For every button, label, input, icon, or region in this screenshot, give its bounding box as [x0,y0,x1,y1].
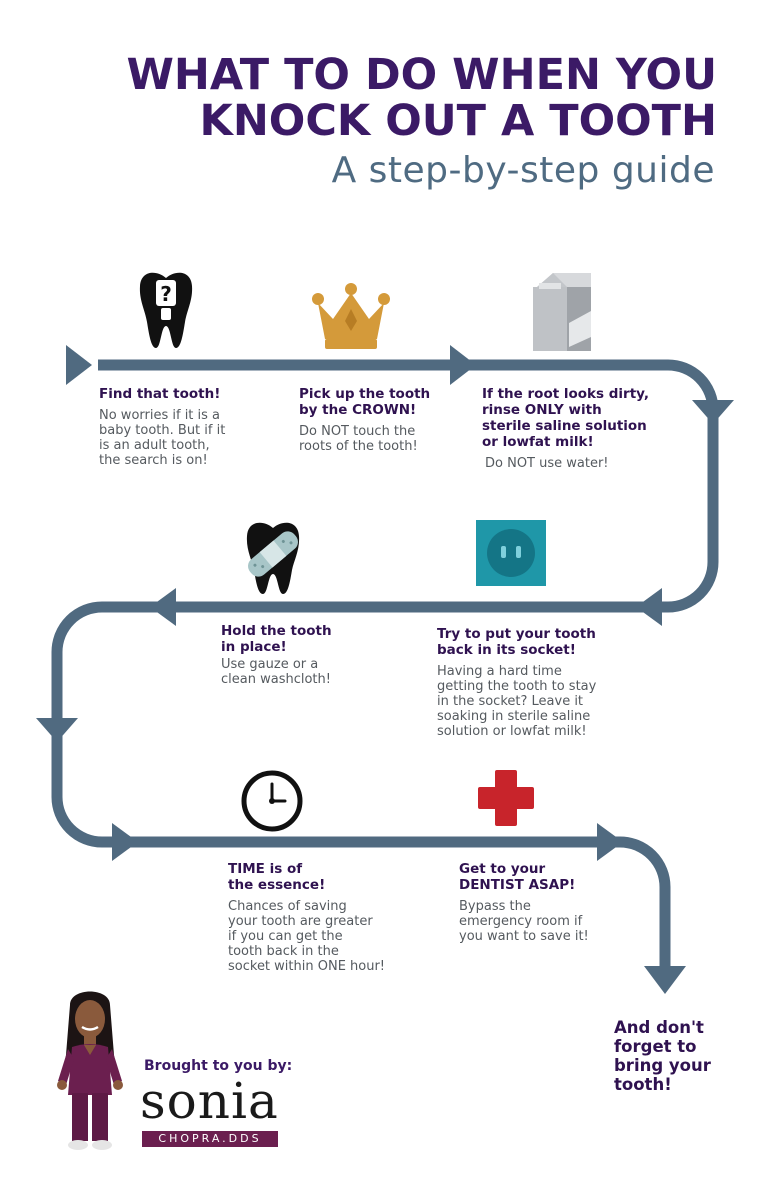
page-title-line-1: WHAT TO DO WHEN YOU [126,50,717,100]
page-title-line-2: KNOCK OUT A TOOTH [199,96,718,146]
brought-by-label: Brought to you by: [144,1058,293,1074]
doctor-avatar-icon [57,991,123,1150]
arrow-2 [692,400,734,424]
bandaged-tooth-icon [246,522,300,594]
arrow-6 [112,823,138,861]
step-heading: Find that tooth! [99,386,221,402]
page-subtitle: A step-by-step guide [331,150,715,191]
step-body: Do NOT use water! [485,456,609,471]
medical-cross-icon [478,770,534,826]
arrow-5 [36,718,78,742]
crown-icon [312,283,390,349]
svg-text:?: ? [160,282,172,306]
arrow-1 [450,345,476,385]
arrow-start [66,345,92,385]
step-heading: If the root looks dirty,rinse ONLY with … [482,386,650,450]
clock-icon [241,770,303,832]
tooth-question-icon: ? [139,272,193,348]
brand-name: sonia [140,1072,279,1130]
arrow-4 [150,588,176,626]
arrow-7 [597,823,623,861]
brand-tag: CHOPRA.DDS [142,1131,278,1147]
socket-icon [476,520,546,586]
step-rinse-root: If the root looks dirty,rinse ONLY with … [482,386,649,471]
milk-carton-icon [533,273,591,351]
arrow-3 [636,588,662,626]
arrow-end [644,966,686,994]
